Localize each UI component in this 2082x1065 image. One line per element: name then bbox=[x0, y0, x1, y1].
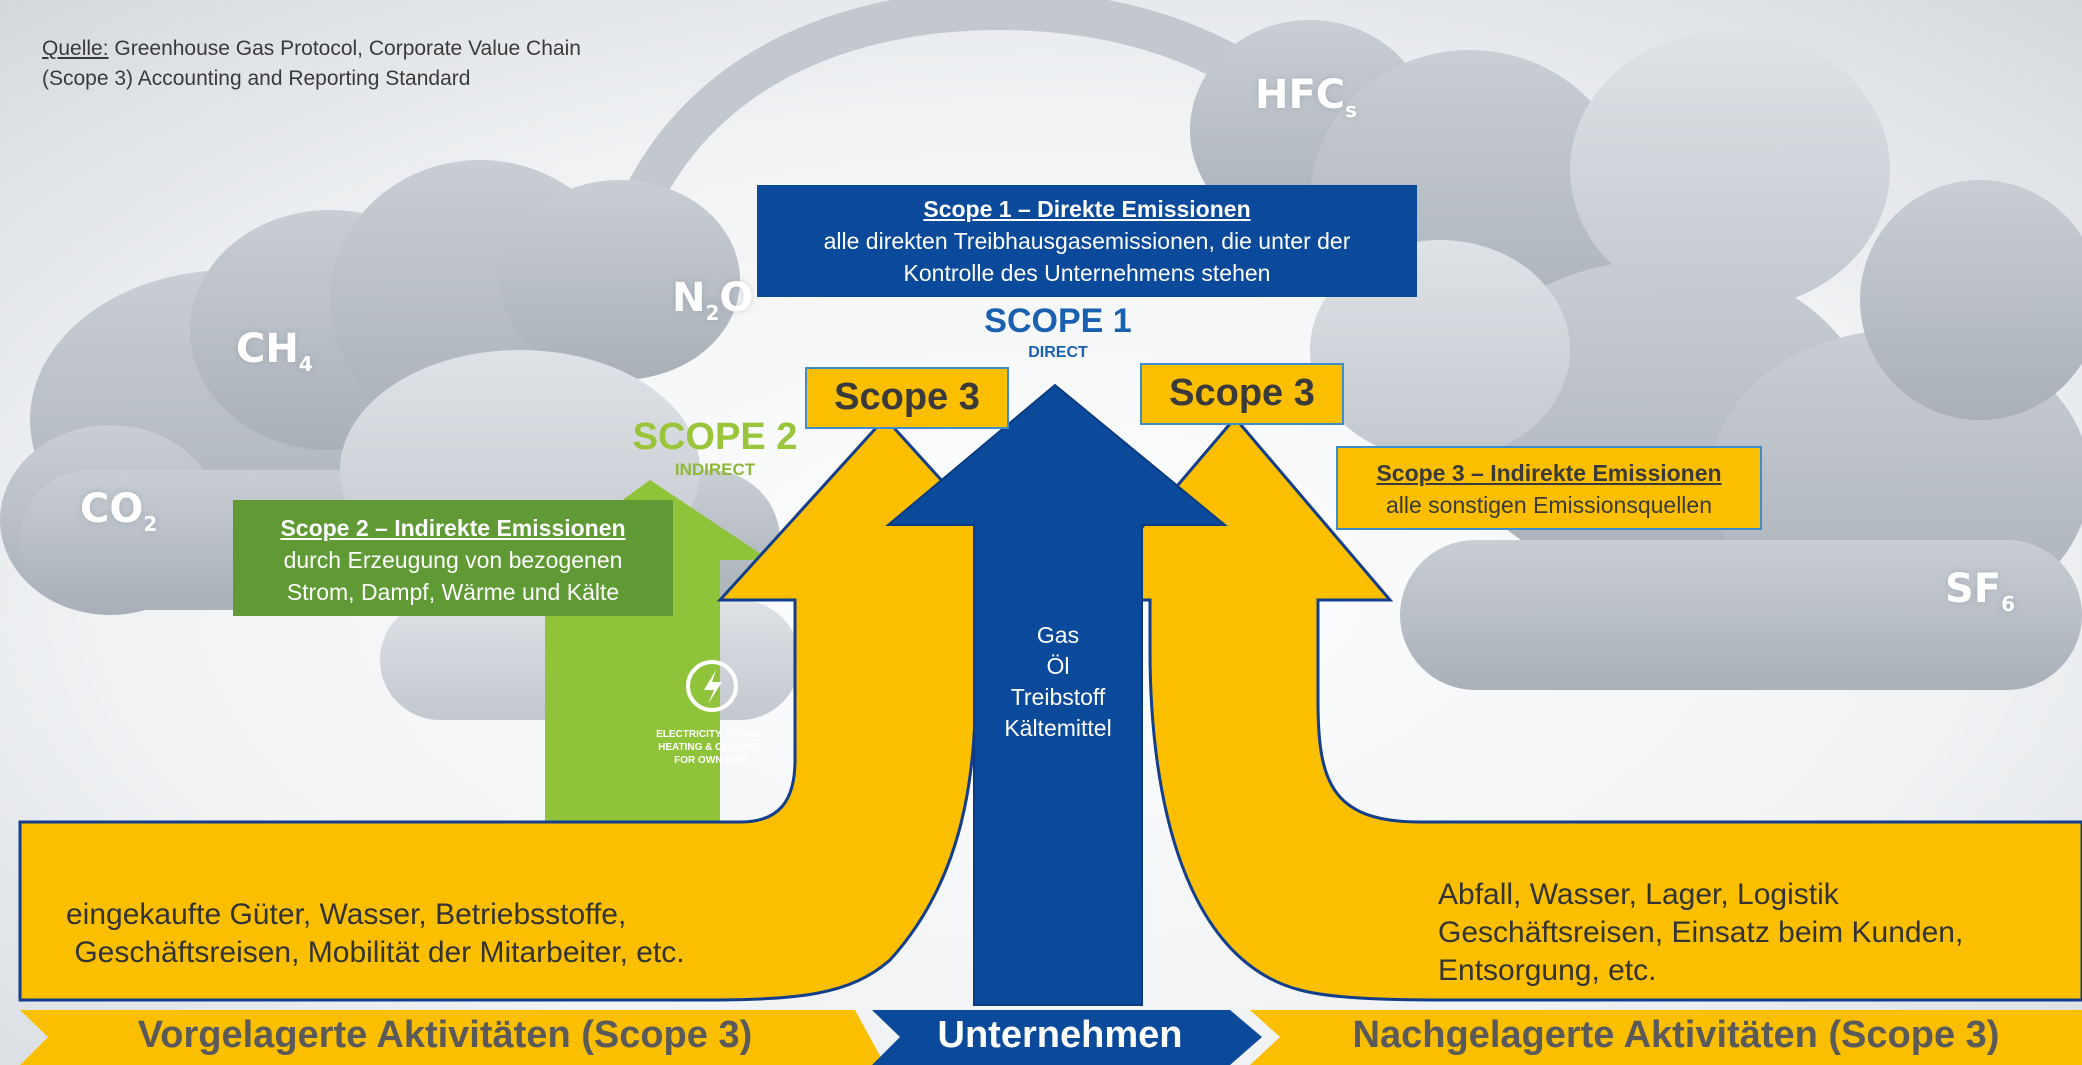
center-item-fuel: Treibstoff bbox=[1010, 684, 1106, 710]
lightning-bolt-icon bbox=[704, 670, 722, 704]
scope1-blue-arrow bbox=[885, 383, 1228, 1006]
right-light-cloud bbox=[1310, 30, 1890, 460]
gas-n2o: N2O bbox=[672, 275, 754, 325]
scope1-line1: alle direkten Treibhausgasemissionen, di… bbox=[823, 228, 1351, 254]
gas-hfcs: HFCs bbox=[1255, 72, 1358, 122]
left-scope3-arrow bbox=[18, 415, 1054, 1002]
downstream-chevron bbox=[1250, 1010, 2082, 1065]
scope3-line1: alle sonstigen Emissionsquellen bbox=[1385, 492, 1713, 518]
gas-sf6: SF6 bbox=[1945, 566, 2016, 616]
footer-upstream-label: Vorgelagerte Aktivitäten (Scope 3) bbox=[137, 1014, 753, 1056]
lightning-icon bbox=[686, 660, 738, 712]
source-label: Quelle: bbox=[42, 37, 109, 60]
scope2-title: Scope 2 – Indirekte Emissionen bbox=[280, 515, 626, 541]
center-item-oil: Öl bbox=[1046, 653, 1070, 679]
scope1-title: Scope 1 – Direkte Emissionen bbox=[923, 196, 1251, 222]
scope3-left-label: Scope 3 bbox=[805, 367, 1009, 429]
downstream-line1: Abfall, Wasser, Lager, Logistik bbox=[1438, 878, 1839, 911]
right-scope3-arrow bbox=[1076, 415, 2082, 1002]
footer-company-label: Unternehmen bbox=[937, 1014, 1183, 1056]
bg-scope2-label: SCOPE 2 bbox=[632, 416, 798, 458]
upstream-activities-text: eingekaufte Güter, Wasser, Betriebsstoff… bbox=[66, 896, 826, 972]
scope3-right-label: Scope 3 bbox=[1140, 363, 1344, 425]
bg-scope1-label: SCOPE 1 bbox=[984, 302, 1132, 340]
scope2-line1: durch Erzeugung von bezogenen bbox=[283, 547, 623, 573]
scope1-line2: Kontrolle des Unternehmens stehen bbox=[903, 260, 1271, 286]
center-item-gas: Gas bbox=[1036, 622, 1080, 648]
scope1-description-box: Scope 1 – Direkte Emissionen alle direkt… bbox=[757, 185, 1417, 297]
source-text: Greenhouse Gas Protocol, Corporate Value… bbox=[108, 37, 581, 60]
upstream-line1: eingekaufte Güter, Wasser, Betriebsstoff… bbox=[66, 898, 627, 931]
downstream-line3: Entsorgung, etc. bbox=[1438, 954, 1657, 987]
scope2-line2: Strom, Dampf, Wärme und Kälte bbox=[286, 579, 620, 605]
upstream-chevron bbox=[20, 1010, 885, 1065]
footer-downstream-label: Nachgelagerte Aktivitäten (Scope 3) bbox=[1352, 1014, 2000, 1056]
downstream-activities-text: Abfall, Wasser, Lager, Logistik Geschäft… bbox=[1438, 876, 2058, 990]
scope3-description-box: Scope 3 – Indirekte Emissionen alle sons… bbox=[1336, 446, 1762, 530]
center-item-refrigerant: Kältemittel bbox=[1004, 715, 1112, 741]
source-text-line2: (Scope 3) Accounting and Reporting Stand… bbox=[42, 67, 471, 90]
company-chevron bbox=[872, 1010, 1262, 1065]
bg-scope1-sub: DIRECT bbox=[1028, 344, 1088, 361]
electricity-caption: ELECTRICITY, STEAM, HEATING & COOLING FO… bbox=[656, 729, 764, 766]
scope2-description-box: Scope 2 – Indirekte Emissionen durch Erz… bbox=[233, 500, 673, 616]
downstream-line2: Geschäftsreisen, Einsatz beim Kunden, bbox=[1438, 916, 1964, 949]
upstream-line2: Geschäftsreisen, Mobilität der Mitarbeit… bbox=[66, 936, 685, 969]
source-note: Quelle: Greenhouse Gas Protocol, Corpora… bbox=[42, 34, 742, 94]
gas-ch4: CH4 bbox=[236, 326, 313, 376]
scope3-title: Scope 3 – Indirekte Emissionen bbox=[1376, 460, 1722, 486]
center-arrow-text: Gas Öl Treibstoff Kältemittel bbox=[974, 620, 1142, 744]
bg-scope2-sub: INDIRECT bbox=[674, 460, 756, 479]
gas-co2: CO2 bbox=[80, 486, 158, 536]
